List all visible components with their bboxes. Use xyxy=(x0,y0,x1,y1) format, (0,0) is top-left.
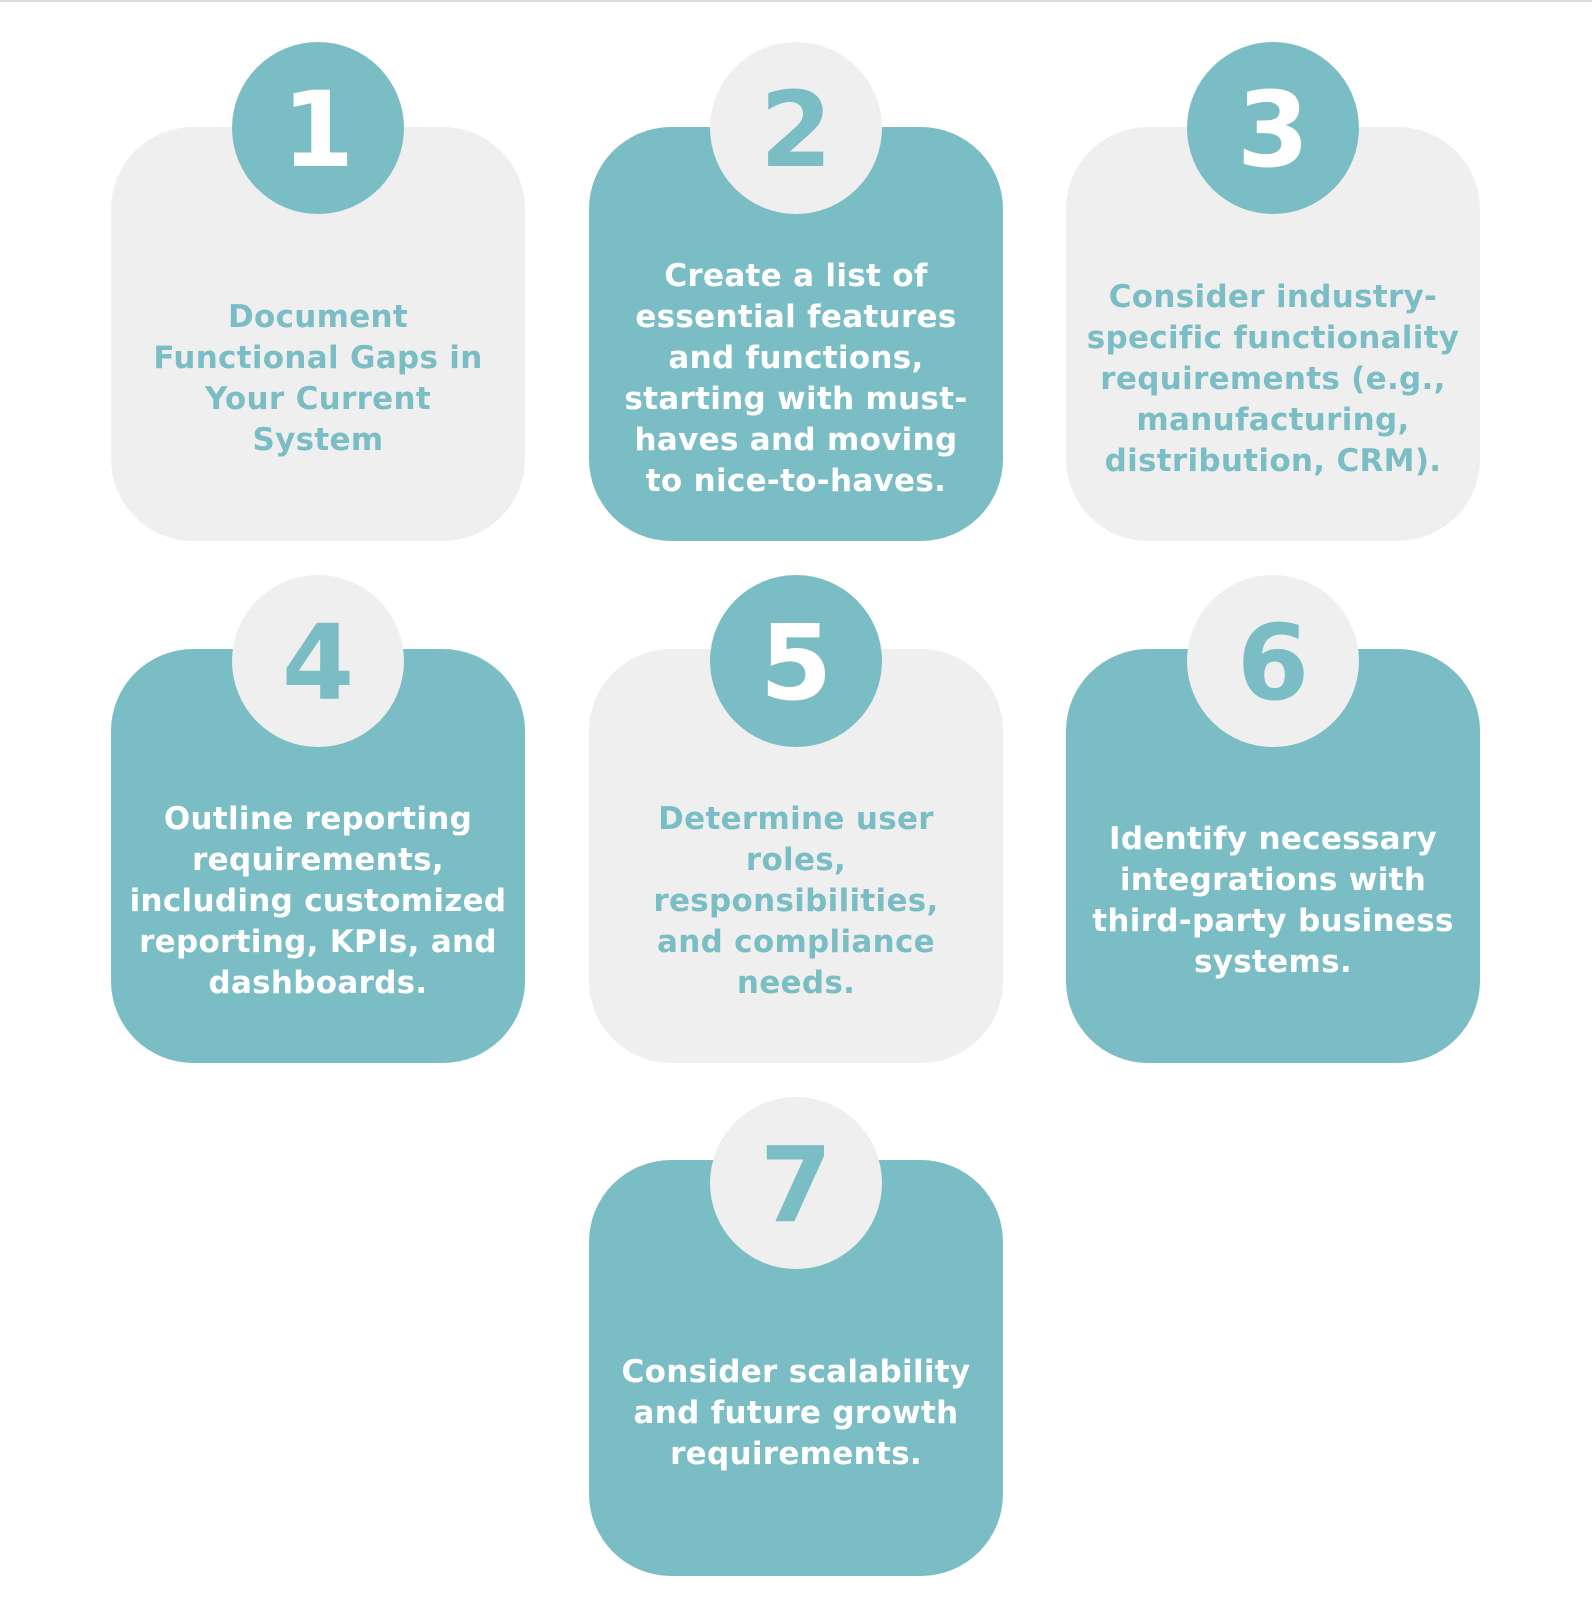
step-6-card: Identify necessary integrations with thi… xyxy=(1066,649,1480,1063)
step-4-number: 4 xyxy=(281,602,355,724)
step-5-card: Determine user roles, responsibilities, … xyxy=(589,649,1003,1063)
step-5-badge: 5 xyxy=(710,575,882,747)
step-2-number: 2 xyxy=(759,69,833,191)
step-7-text: Consider scalability and future growth r… xyxy=(621,1353,971,1472)
step-7-badge: 7 xyxy=(710,1097,882,1269)
step-5-number: 5 xyxy=(759,602,833,724)
step-3: Consider industry-specific functionality… xyxy=(1066,42,1480,542)
step-6-number: 6 xyxy=(1236,602,1310,724)
step-2-text: Create a list of essential features and … xyxy=(624,258,968,499)
step-7-number: 7 xyxy=(759,1124,833,1246)
step-5-text: Determine user roles, responsibilities, … xyxy=(653,800,939,1001)
step-3-text: Consider industry-specific functionality… xyxy=(1086,278,1460,479)
step-6: Identify necessary integrations with thi… xyxy=(1066,575,1480,1065)
step-5: Determine user roles, responsibilities, … xyxy=(589,575,1003,1065)
step-1: Document Functional Gaps in Your Current… xyxy=(111,42,525,542)
step-3-number: 3 xyxy=(1236,69,1310,191)
step-4: Outline reporting requirements, includin… xyxy=(111,575,525,1065)
step-6-badge: 6 xyxy=(1187,575,1359,747)
step-2: Create a list of essential features and … xyxy=(589,42,1003,542)
step-1-number: 1 xyxy=(281,69,355,191)
step-1-card: Document Functional Gaps in Your Current… xyxy=(111,127,525,541)
step-4-text: Outline reporting requirements, includin… xyxy=(129,800,507,1001)
step-1-text: Document Functional Gaps in Your Current… xyxy=(153,299,483,458)
step-6-text: Identify necessary integrations with thi… xyxy=(1092,821,1454,980)
step-1-badge: 1 xyxy=(232,42,404,214)
top-divider xyxy=(0,0,1592,2)
step-2-badge: 2 xyxy=(710,42,882,214)
step-7: Consider scalability and future growth r… xyxy=(589,1097,1003,1577)
step-4-badge: 4 xyxy=(232,575,404,747)
step-3-badge: 3 xyxy=(1187,42,1359,214)
